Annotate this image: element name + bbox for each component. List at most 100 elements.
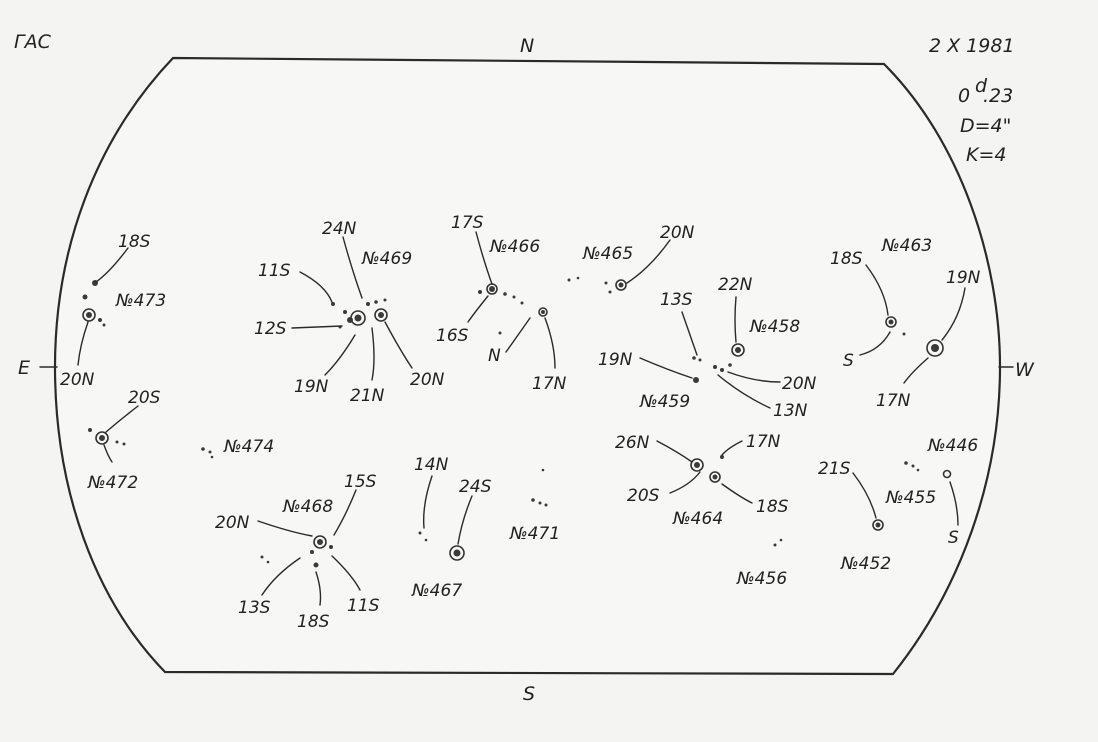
group-number: №446 [927, 436, 978, 456]
leader-line [95, 247, 129, 283]
latitude-label: S [948, 528, 959, 548]
leader-line [331, 555, 361, 591]
group-467: 14N 24S №467 [411, 455, 492, 601]
leader-line [626, 239, 671, 284]
spot [354, 314, 362, 322]
leader-line [903, 357, 929, 384]
spot [102, 323, 106, 327]
spot [720, 455, 724, 459]
latitude-label: 20N [782, 374, 817, 394]
latitude-label: 19N [946, 268, 981, 288]
spot [366, 302, 370, 306]
group-number: №459 [639, 392, 690, 412]
spot [538, 307, 548, 317]
latitude-label: 20N [60, 370, 95, 390]
spot [692, 356, 696, 360]
spot [82, 308, 96, 322]
latitude-label: 15S [344, 472, 377, 492]
south-label: S [523, 683, 535, 705]
leader-line [656, 440, 693, 463]
spot [453, 549, 461, 557]
spot [95, 431, 109, 445]
latitude-label: 19N [598, 350, 633, 370]
group-number: №463 [881, 236, 932, 256]
leader-line [721, 483, 753, 504]
leader-line [291, 325, 343, 329]
spot [904, 461, 908, 465]
latitude-label: 11S [347, 596, 380, 616]
spot [82, 294, 88, 300]
group-number: №468 [282, 497, 333, 517]
latitude-label: 18S [830, 249, 863, 269]
spot [498, 331, 502, 335]
spot [329, 545, 333, 549]
latitude-label: 19N [294, 377, 329, 397]
spot [709, 471, 721, 483]
spot [313, 535, 327, 549]
leader-line [859, 331, 891, 356]
spot [693, 377, 699, 383]
group-number: №456 [736, 569, 787, 589]
spot [872, 519, 884, 531]
leader-line [865, 264, 889, 316]
group-number: №469 [361, 249, 412, 269]
latitude-label: 20N [410, 370, 445, 390]
group-459: 19N №459 [598, 350, 699, 412]
leader-line [299, 271, 333, 303]
group-455: №455 [885, 461, 936, 508]
time-frac: .23 [983, 85, 1013, 107]
leader-line [949, 481, 959, 526]
west-label: W [1015, 359, 1035, 381]
group-471: №471 [509, 468, 560, 544]
group-458: 13S 22N №458 20N 13N [660, 275, 817, 421]
group-number: №472 [87, 473, 138, 493]
spot [503, 292, 507, 296]
north-label: N [520, 35, 534, 57]
spot [331, 302, 335, 306]
group-number: №474 [223, 437, 274, 457]
spot [720, 368, 724, 372]
spot [374, 300, 378, 304]
latitude-label: N [488, 346, 501, 366]
solar-disk [53, 56, 1002, 676]
spot [712, 474, 718, 480]
group-number: №466 [489, 237, 540, 257]
spot [418, 531, 422, 535]
latitude-label: 20N [215, 513, 250, 533]
spot [618, 282, 624, 288]
spot [698, 358, 702, 362]
leader-line [669, 471, 701, 494]
spot [735, 347, 741, 353]
spot [541, 468, 545, 472]
spot [531, 498, 535, 502]
group-number: №467 [411, 581, 462, 601]
spot [478, 290, 482, 294]
spot [942, 469, 952, 479]
spot [926, 339, 944, 357]
latitude-label: 26N [615, 433, 650, 453]
leader-line [384, 321, 413, 369]
leader-line [475, 231, 493, 285]
east-label: E [18, 357, 30, 379]
spot [567, 278, 571, 282]
group-number: №455 [885, 488, 936, 508]
latitude-label: 21S [818, 459, 851, 479]
latitude-label: 22N [718, 275, 753, 295]
latitude-label: 24N [322, 219, 357, 239]
latitude-label: 12S [254, 319, 287, 339]
latitude-label: 18S [118, 232, 151, 252]
leader-line [261, 557, 301, 596]
latitude-label: 17S [451, 213, 484, 233]
spot [449, 545, 465, 561]
leader-line [315, 571, 322, 606]
latitude-label: 18S [756, 497, 789, 517]
latitude-label: 24S [459, 477, 492, 497]
spot [489, 286, 495, 292]
spot [690, 458, 704, 472]
spot [317, 539, 323, 545]
spot [728, 363, 732, 367]
group-number: №458 [749, 317, 800, 337]
leader-line [371, 327, 375, 381]
spot [115, 440, 119, 444]
latitude-label: 17N [876, 391, 911, 411]
